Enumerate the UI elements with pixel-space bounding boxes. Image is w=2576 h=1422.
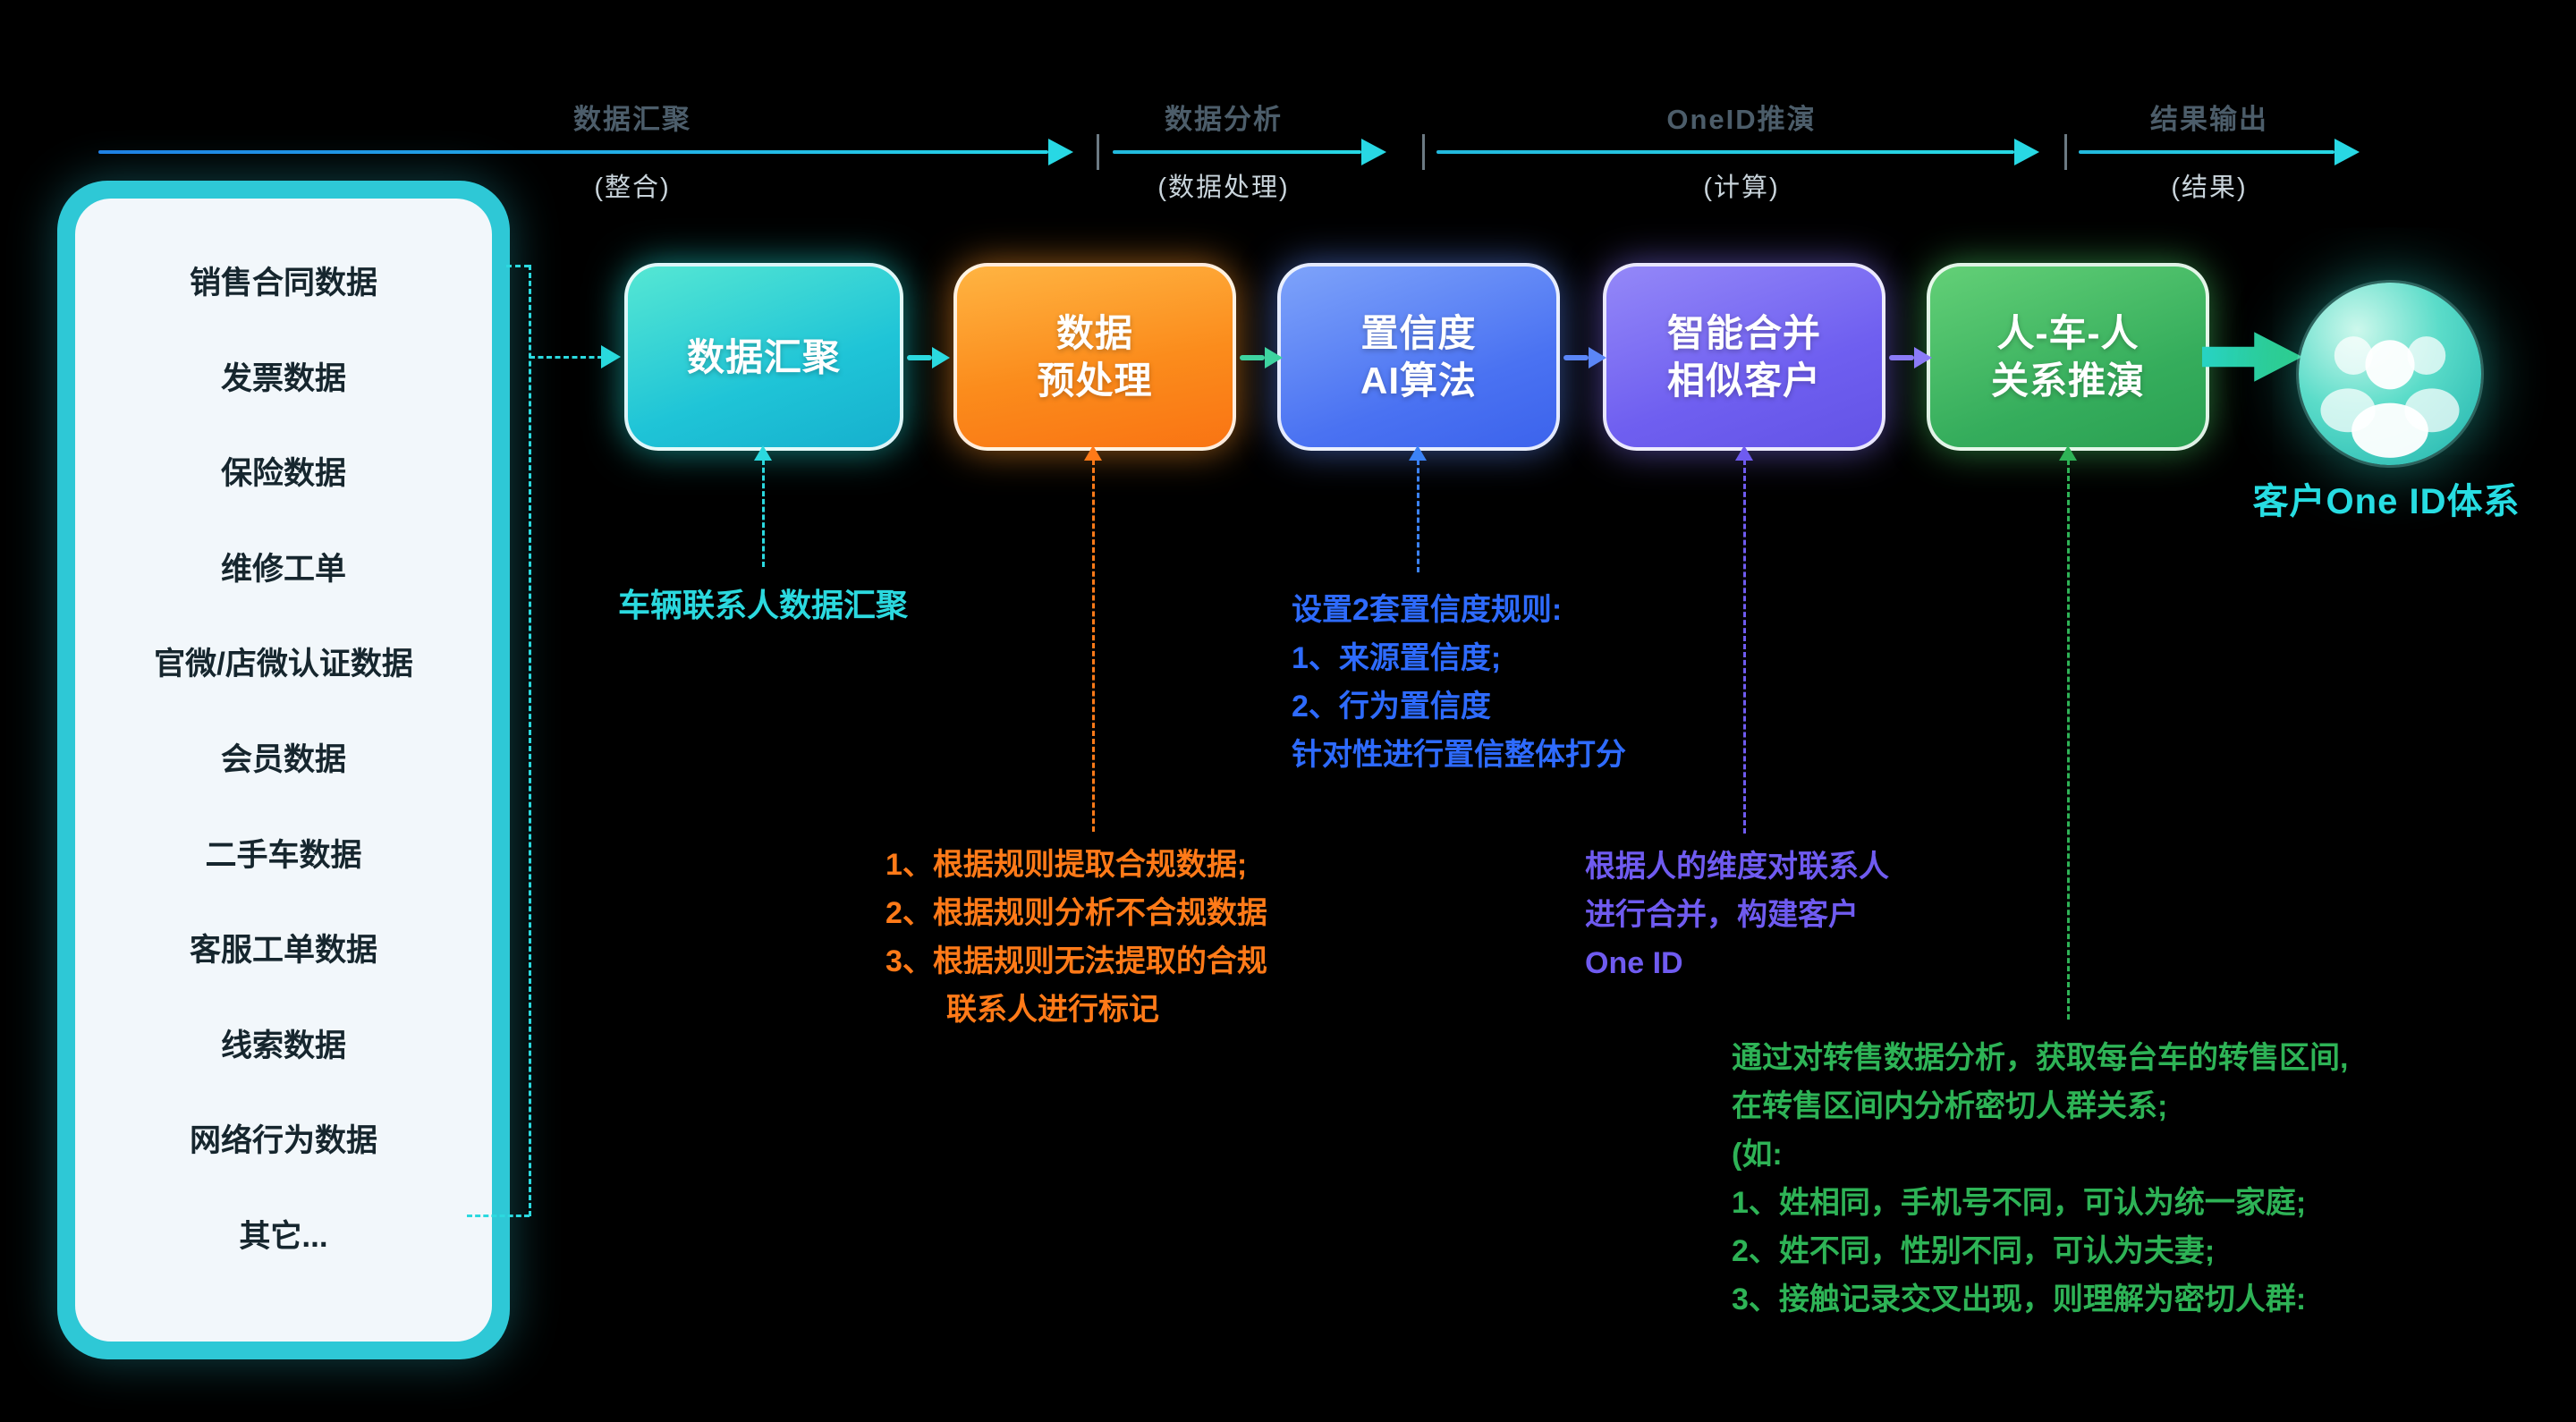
- phase-header-oneid: OneID推演 (计算): [1572, 97, 1911, 204]
- up-arrow-icon: [1084, 445, 1102, 461]
- pointer-confidence: [1417, 460, 1419, 572]
- phase-title: 数据汇聚: [573, 104, 691, 135]
- connector-vertical: [529, 265, 531, 1216]
- pipeline-box-preprocess: 数据预处理: [953, 263, 1236, 451]
- annotation-aggregation: 车辆联系人数据汇聚: [584, 581, 942, 630]
- phase-title: 数据分析: [1165, 104, 1283, 135]
- connector-top: [506, 265, 530, 267]
- flow-arrow-1: [907, 347, 950, 368]
- annotation-line: One ID: [1585, 946, 1683, 980]
- annotation-line: 在转售区间内分析密切人群关系;: [1732, 1089, 2168, 1123]
- timeline-divider-icon: [1097, 134, 1099, 170]
- box-label-line: 数据: [1055, 312, 1133, 354]
- box-label-line: 相似客户: [1666, 360, 1821, 402]
- box-label-line: 数据汇聚: [686, 335, 841, 378]
- source-item: 网络行为数据: [189, 1123, 377, 1159]
- pipeline-box-relation: 人-车-人关系推演: [1927, 263, 2209, 451]
- timeline-segment-1: [98, 150, 1048, 154]
- annotation-line: 3、根据规则无法提取的合规: [886, 944, 1267, 978]
- box-label-line: 置信度: [1360, 312, 1477, 354]
- flow-arrow-result: [2202, 332, 2302, 382]
- annotation-line: 联系人进行标记: [886, 993, 1159, 1027]
- source-item: 客服工单数据: [189, 933, 377, 969]
- annotation-line: 设置2套置信度规则:: [1292, 593, 1563, 627]
- data-sources-panel: 销售合同数据发票数据保险数据维修工单官微/店微认证数据会员数据二手车数据客服工单…: [57, 181, 510, 1359]
- annotation-confidence: 设置2套置信度规则: 1、来源置信度; 2、行为置信度针对性进行置信整体打分: [1292, 586, 1626, 779]
- right-arrow-icon: [2014, 139, 2039, 165]
- timeline-divider-icon: [2064, 134, 2067, 170]
- annotation-line: 1、姓相同，手机号不同，可认为统一家庭;: [1732, 1186, 2307, 1220]
- source-item: 发票数据: [220, 360, 346, 396]
- phase-subtitle: (计算): [1703, 174, 1780, 202]
- annotation-line: 车辆联系人数据汇聚: [617, 587, 908, 623]
- box-label-line: 人-车-人: [1996, 312, 2140, 354]
- annotation-relation: 通过对转售数据分析，获取每台车的转售区间, 在转售区间内分析密切人群关系; (如: 1…: [1732, 1034, 2348, 1324]
- annotation-line: 1、根据规则提取合规数据;: [886, 848, 1248, 882]
- box-label-line: 关系推演: [1990, 360, 2145, 402]
- right-arrow-icon: [601, 345, 621, 368]
- phase-header-aggregation: 数据汇聚 (整合): [462, 97, 802, 204]
- source-item: 保险数据: [220, 456, 346, 492]
- source-item: 其它...: [239, 1218, 328, 1254]
- connector-into-pipeline: [530, 356, 603, 359]
- pipeline-box-confidence-ai: 置信度 AI算法: [1277, 263, 1560, 451]
- phase-subtitle: (结果): [2171, 174, 2248, 202]
- timeline-divider-icon: [1422, 134, 1425, 170]
- right-arrow-icon: [2334, 139, 2360, 165]
- timeline-segment-2: [1113, 150, 1361, 154]
- result-label: 客户One ID体系: [2252, 482, 2521, 521]
- source-item: 二手车数据: [205, 837, 362, 873]
- up-arrow-icon: [1409, 445, 1427, 461]
- annotation-line: 2、行为置信度: [1292, 690, 1491, 724]
- source-item: 维修工单: [220, 551, 346, 587]
- annotation-line: 2、根据规则分析不合规数据: [886, 896, 1267, 930]
- right-arrow-icon: [1361, 139, 1386, 165]
- customer-oneid-avatar: [2299, 283, 2481, 465]
- flow-arrow-3: [1563, 347, 1606, 368]
- pointer-relation: [2067, 460, 2070, 1020]
- annotation-merge: 根据人的维度对联系人进行合并，构建客户 One ID: [1585, 842, 1889, 987]
- box-label-line: 智能合并: [1666, 312, 1821, 354]
- source-item: 官微/店微认证数据: [154, 647, 413, 682]
- annotation-line: 通过对转售数据分析，获取每台车的转售区间,: [1732, 1041, 2349, 1075]
- up-arrow-icon: [754, 445, 772, 461]
- phase-subtitle: (整合): [594, 174, 671, 202]
- people-group-icon: [2320, 336, 2460, 458]
- annotation-line: 针对性进行置信整体打分: [1292, 738, 1626, 772]
- annotation-line: 2、姓不同，性别不同，可认为夫妻;: [1732, 1234, 2216, 1268]
- phase-header-output: 结果输出 (结果): [2039, 97, 2379, 204]
- right-arrow-icon: [1048, 139, 1073, 165]
- phase-title: OneID推演: [1666, 104, 1817, 135]
- up-arrow-icon: [1735, 445, 1753, 461]
- flow-arrow-4: [1889, 347, 1932, 368]
- pointer-merge: [1743, 460, 1746, 834]
- annotation-line: 进行合并，构建客户: [1585, 898, 1859, 932]
- data-sources-list: 销售合同数据发票数据保险数据维修工单官微/店微认证数据会员数据二手车数据客服工单…: [75, 199, 492, 1342]
- annotation-line: 根据人的维度对联系人: [1585, 850, 1889, 884]
- annotation-line: (如:: [1732, 1138, 1783, 1172]
- flow-arrow-2: [1240, 347, 1283, 368]
- annotation-line: 1、来源置信度;: [1292, 641, 1502, 675]
- source-item: 会员数据: [220, 741, 346, 777]
- connector-bottom: [467, 1215, 530, 1217]
- timeline-segment-4: [2079, 150, 2334, 154]
- source-item: 线索数据: [220, 1028, 346, 1063]
- pipeline-box-smart-merge: 智能合并相似客户: [1603, 263, 1885, 451]
- box-label-line: 预处理: [1037, 360, 1153, 402]
- up-arrow-icon: [2059, 445, 2077, 461]
- pointer-preprocess: [1092, 460, 1095, 832]
- annotation-line: 3、接触记录交叉出现，则理解为密切人群:: [1732, 1282, 2307, 1316]
- source-item: 销售合同数据: [189, 266, 377, 300]
- timeline-segment-3: [1436, 150, 2014, 154]
- pointer-aggregation: [762, 460, 765, 567]
- phase-header-analysis: 数据分析 (数据处理): [1054, 97, 1394, 204]
- pipeline-box-aggregation: 数据汇聚: [624, 263, 903, 451]
- box-label-line: AI算法: [1360, 360, 1477, 402]
- phase-subtitle: (数据处理): [1157, 174, 1290, 202]
- phase-title: 结果输出: [2150, 104, 2268, 135]
